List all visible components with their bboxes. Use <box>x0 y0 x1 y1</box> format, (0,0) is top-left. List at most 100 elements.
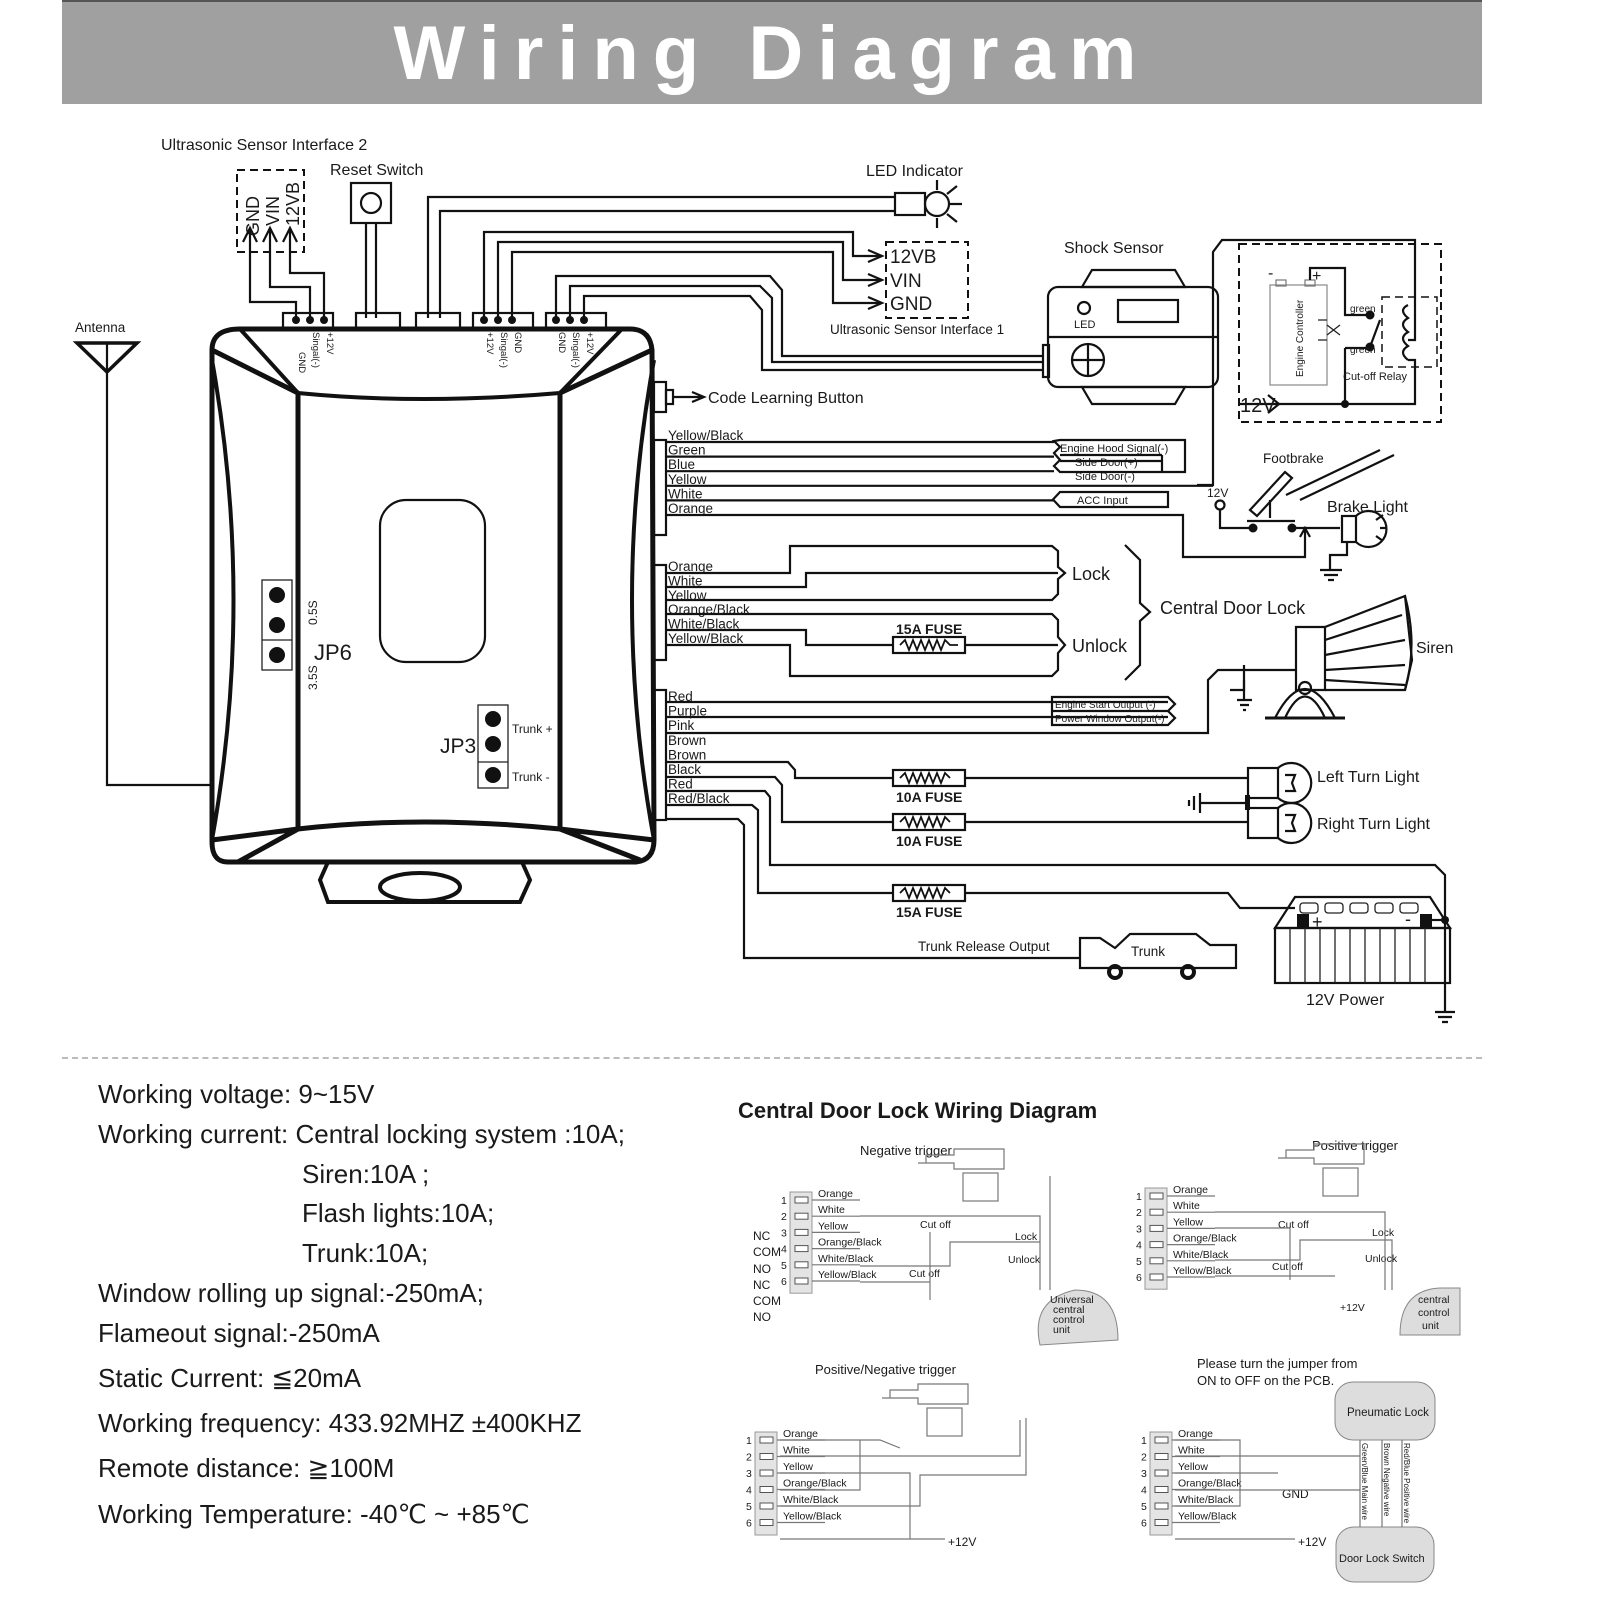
connector-pin <box>1154 1469 1169 1477</box>
relay-contact-label: green <box>1350 345 1376 356</box>
pin-number: 6 <box>746 1518 752 1530</box>
connector-pin <box>1149 1257 1164 1265</box>
relay-label: NC <box>753 1278 771 1292</box>
fuse-label: 10A FUSE <box>896 833 962 849</box>
pin-number: 4 <box>781 1244 787 1256</box>
spec-line: Flash lights:10A; <box>302 1198 494 1228</box>
pneumatic-lock-box <box>1334 1381 1436 1441</box>
wire-color-label: Yellow/Black <box>668 428 744 443</box>
light-rays-icon <box>935 180 962 228</box>
wire <box>248 230 298 318</box>
spec-line: Working Temperature: -40℃ ~ +85℃ <box>98 1499 530 1529</box>
lock-label: Lock <box>1015 1231 1038 1243</box>
ultrasonic-sensor-interface-2: Ultrasonic Sensor Interface 2 GND VIN 12… <box>161 137 367 318</box>
wire-color-label: Purple <box>668 704 707 719</box>
siren-label: Siren <box>1416 640 1453 657</box>
spec-line: Flameout signal:-250mA <box>98 1318 380 1348</box>
light-rays-icon <box>1375 514 1387 542</box>
wire-color-label: Orange/Black <box>818 1237 882 1249</box>
connector-pin <box>1154 1486 1169 1493</box>
door-lock-switch-box <box>1335 1526 1435 1583</box>
right-turn-light-label: Right Turn Light <box>1317 816 1431 833</box>
shock-sensor-label: Shock Sensor <box>1064 240 1164 257</box>
pin-number: 4 <box>1141 1485 1147 1497</box>
spec-line: Static Current: ≦20mA <box>98 1363 362 1393</box>
wire-color-label: Orange <box>668 559 713 574</box>
cut-off-label: Cut off <box>1278 1219 1309 1231</box>
wire-group-2: 15A FUSE Lock Unlock Central Door Lock O… <box>652 544 1306 681</box>
pin-number: 4 <box>746 1485 752 1497</box>
unit-label: central <box>1418 1294 1450 1306</box>
relay-plus: + <box>1312 268 1321 285</box>
footbrake-label: Footbrake <box>1263 451 1324 466</box>
pin-number: 5 <box>781 1260 787 1272</box>
supply-label: +12V <box>948 1535 976 1549</box>
connector-pin <box>794 1228 809 1236</box>
power-label: 12V Power <box>1306 992 1385 1009</box>
pneumatic-lock-label: Pneumatic Lock <box>1347 1407 1429 1419</box>
tag-side-door-minus: Side Door(-) <box>1075 471 1135 483</box>
pin-number: 3 <box>1136 1223 1142 1235</box>
ultrasonic-1-pin-12vb: 12VB <box>890 247 936 268</box>
code-learning-label: Code Learning Button <box>708 390 864 407</box>
wire-color-label: Red <box>668 777 693 792</box>
relay-label: NO <box>753 1262 771 1276</box>
lock-label: Lock <box>1072 564 1111 584</box>
pin-number: 6 <box>781 1276 787 1288</box>
title-banner: Wiring Diagram <box>62 0 1482 104</box>
wire-color-label: Black <box>668 762 701 777</box>
wire-color-label: Yellow/Black <box>1173 1265 1232 1277</box>
connector-pin <box>1149 1241 1164 1249</box>
code-learning-button[interactable]: Code Learning Button <box>652 380 864 414</box>
relay-12v-label: 12V <box>1240 395 1276 417</box>
connector-pin <box>759 1502 774 1510</box>
unit-label: control <box>1053 1314 1085 1326</box>
bulb-filament-icon <box>1285 773 1297 833</box>
pin-number: 2 <box>1136 1207 1142 1219</box>
wire-color-label: White/Black <box>1173 1249 1229 1261</box>
spec-line: Working current: Central locking system … <box>98 1119 625 1149</box>
pin-number: 5 <box>1136 1256 1142 1268</box>
ultrasonic-2-pin-gnd: GND <box>243 196 263 236</box>
wire-group-3: Engine Start Output (-) Power Window Out… <box>652 688 1447 1012</box>
ultrasonic-1-pin-gnd: GND <box>890 294 932 315</box>
connector-pin <box>1154 1519 1169 1526</box>
reset-switch: Reset Switch <box>330 162 423 318</box>
wire <box>1175 1439 1360 1540</box>
pin-number: 1 <box>1141 1435 1147 1447</box>
wire-color-label: White/Black <box>783 1494 839 1506</box>
jumper-jp3[interactable]: JP3 Trunk + Trunk - <box>440 704 553 789</box>
button-icon <box>359 191 383 215</box>
connector-pin <box>1154 1436 1169 1444</box>
pin-number: 3 <box>746 1468 752 1480</box>
tag-side-door-plus: Side Door(+) <box>1075 457 1138 469</box>
connector-pin <box>1149 1192 1164 1200</box>
pin-number: 4 <box>1136 1240 1142 1252</box>
door-lock-actuator-icon <box>882 1383 969 1405</box>
connector-pin <box>1149 1273 1164 1281</box>
pin-number: 2 <box>781 1211 787 1223</box>
jumper-jp6[interactable]: JP6 0.5S 3.5S <box>261 579 352 690</box>
pin-label: GND <box>556 332 567 353</box>
jp3-bottom-label: Trunk - <box>512 770 550 784</box>
ground-icon <box>1187 793 1248 813</box>
wire-color-label: White <box>668 573 703 588</box>
wire-color-label: Orange/Black <box>668 602 750 617</box>
wire-color-label: Yellow <box>818 1220 848 1232</box>
wire <box>496 240 880 318</box>
led-indicator-label: LED Indicator <box>866 163 964 180</box>
relay-minus: - <box>1268 265 1273 282</box>
reset-switch-label: Reset Switch <box>330 162 423 179</box>
trunk-release-label: Trunk Release Output <box>918 939 1050 954</box>
unit-label: unit <box>1422 1320 1439 1332</box>
antenna: Antenna <box>72 320 214 787</box>
connector-pin <box>759 1469 774 1477</box>
door-lock-title: Central Door Lock Wiring Diagram <box>738 1098 1097 1123</box>
wire <box>510 250 880 318</box>
pin-number: 1 <box>746 1435 752 1447</box>
jp6-top-label: 0.5S <box>306 600 320 625</box>
pneumatic-wire-label: Green/Blue Main wire <box>1360 1443 1369 1520</box>
turn-lights: Left Turn Light Right Turn Light <box>1187 761 1431 845</box>
fuse-label: 15A FUSE <box>896 621 962 637</box>
